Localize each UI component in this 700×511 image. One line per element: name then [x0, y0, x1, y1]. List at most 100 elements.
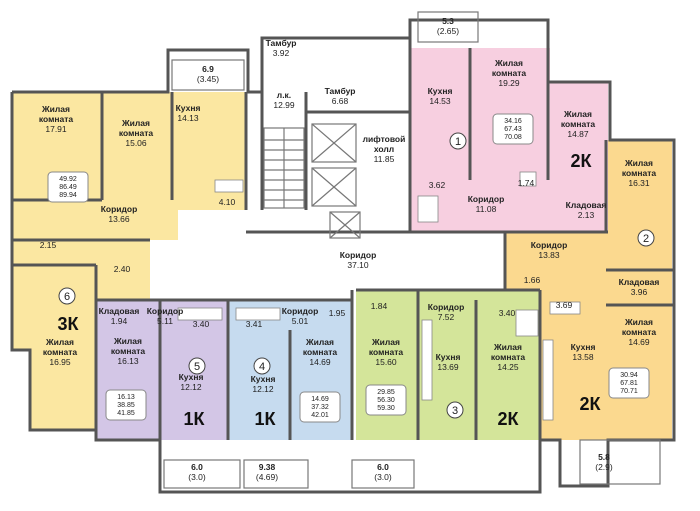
room-text-line: комната: [43, 347, 78, 357]
area-summary-box: [299, 391, 341, 423]
room-text-line: комната: [111, 346, 146, 356]
area-summary-box: [105, 389, 147, 421]
apartment-type: 2К: [580, 394, 602, 414]
room-text-line: Кладовая: [566, 200, 607, 210]
room-text-line: комната: [39, 114, 74, 124]
area-value: 59.30: [377, 405, 395, 412]
room-text-line: Жилая: [113, 336, 142, 346]
room-text-line: 6.0: [377, 462, 389, 472]
apartment-number: 5: [194, 361, 200, 373]
room-label-a3_wc: 1.84: [371, 301, 388, 311]
room-label-a2_wc: 1.66: [524, 275, 541, 285]
room-text-line: 14.69: [309, 357, 331, 367]
room-text-line: 9.38: [259, 462, 276, 472]
fixtures: [177, 171, 581, 421]
room-label-a6_bath: 4.10: [219, 197, 236, 207]
room-text-line: 11.08: [476, 204, 497, 214]
room-text-line: Коридор: [531, 240, 568, 250]
room-text-line: 14.87: [567, 129, 589, 139]
area-value: 42.01: [311, 412, 329, 419]
room-text-line: 14.53: [429, 96, 451, 106]
apartment-6-lower-area: [12, 240, 150, 430]
room-text-line: 6.0: [191, 462, 203, 472]
room-label-balcony_b3: 6.0(3.0): [374, 462, 392, 482]
room-label-a4_bath: 3.41: [246, 319, 263, 329]
room-label-a4_storage: 1.95: [329, 308, 346, 318]
area-value: 56.30: [377, 397, 395, 404]
room-text-line: 37.10: [347, 260, 369, 270]
apartment-type: 3К: [58, 314, 80, 334]
room-text-line: 2.40: [114, 264, 131, 274]
room-label-balcony_b2: 9.38(4.69): [256, 462, 278, 482]
area-value: 37.32: [311, 404, 329, 411]
room-text-line: (3.45): [197, 74, 219, 84]
room-text-line: 4.10: [219, 197, 236, 207]
room-text-line: Кладовая: [99, 306, 140, 316]
interior-walls: [12, 38, 674, 440]
apartment-number-circle: [58, 287, 76, 305]
area-value: 41.85: [117, 410, 135, 417]
room-text-line: Жилая: [563, 109, 592, 119]
balconies: [163, 11, 661, 489]
area-value: 34.16: [504, 118, 522, 125]
room-text-line: 13.83: [538, 250, 560, 260]
room-text-line: Жилая: [45, 337, 74, 347]
area-value: 70.71: [620, 388, 638, 395]
room-label-a6_hall: 2.15: [40, 240, 57, 250]
room-text-line: 12.99: [273, 100, 295, 110]
area-value: 30.94: [620, 372, 638, 379]
apartment-number: 4: [259, 361, 265, 373]
room-text-line: 17.91: [45, 124, 67, 134]
apartment-number-circle: [253, 357, 271, 375]
room-text-line: 3.69: [556, 300, 573, 310]
area-value: 14.69: [311, 396, 329, 403]
room-label-balcony_b1: 6.0(3.0): [188, 462, 206, 482]
room-text-line: 15.60: [375, 357, 397, 367]
apartment-number: 6: [64, 291, 70, 303]
room-text-line: Тамбур: [266, 38, 297, 48]
room-label-a1_wc: 1.74: [518, 178, 535, 188]
room-text-line: Кухня: [179, 372, 204, 382]
room-text-line: комната: [622, 327, 657, 337]
room-text-line: лифтовой: [363, 134, 406, 144]
room-text-line: Тамбур: [325, 86, 356, 96]
room-text-line: Жилая: [41, 104, 70, 114]
area-value: 86.49: [59, 184, 77, 191]
room-text-line: холл: [374, 144, 394, 154]
room-text-line: 1.74: [518, 178, 535, 188]
apartment-type: 1К: [184, 409, 206, 429]
room-text-line: комната: [492, 68, 527, 78]
area-summary-box: [608, 367, 650, 399]
room-text-line: 5.11: [157, 316, 173, 326]
room-text-line: Жилая: [371, 337, 400, 347]
room-text-line: 2.13: [578, 210, 595, 220]
room-text-line: Коридор: [147, 306, 184, 316]
room-label-a5_bath: 3.40: [193, 319, 210, 329]
room-text-line: комната: [491, 352, 526, 362]
apartment-type: 2К: [498, 409, 520, 429]
room-text-line: Коридор: [101, 204, 138, 214]
room-text-line: Жилая: [624, 158, 653, 168]
room-text-line: 6.9: [202, 64, 214, 74]
apartment-number: 1: [455, 136, 461, 148]
apartment-number: 2: [643, 233, 649, 245]
area-summary-box: [365, 384, 407, 416]
room-text-line: (2.65): [437, 26, 459, 36]
room-text-line: 3.41: [246, 319, 263, 329]
area-value: 16.13: [117, 394, 135, 401]
room-text-line: 16.95: [49, 357, 71, 367]
